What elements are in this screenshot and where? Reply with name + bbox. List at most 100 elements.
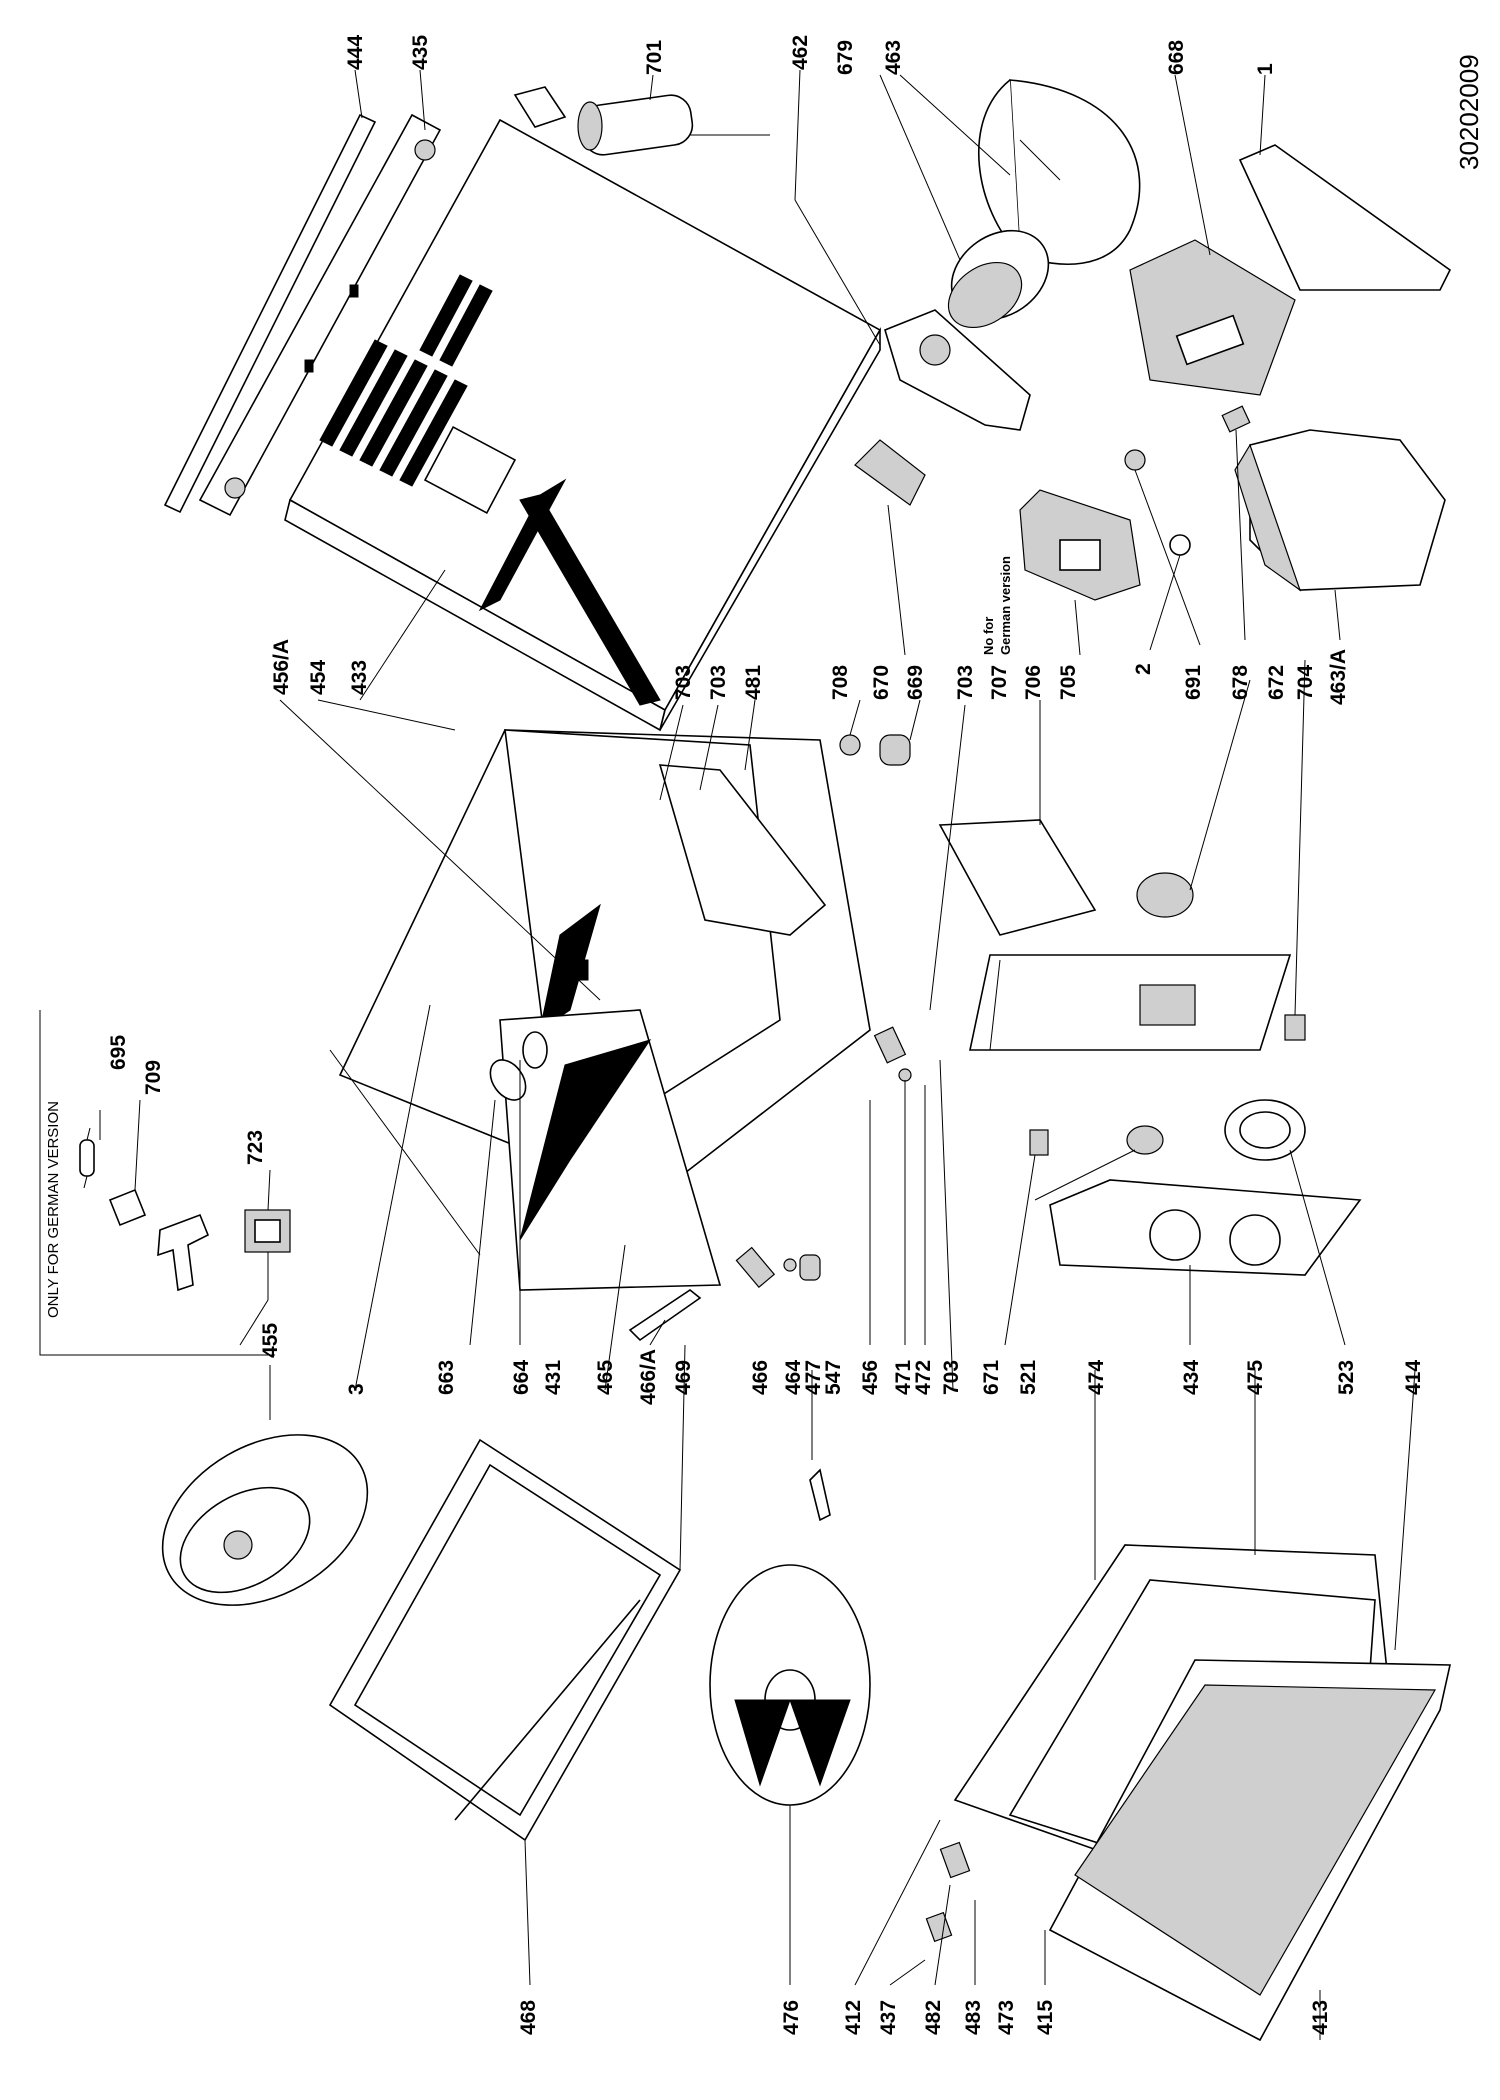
label-474: 474 — [1085, 1360, 1108, 1395]
part-523-dial-plate — [1224, 1099, 1346, 1346]
label-464: 464 — [782, 1360, 805, 1395]
label-701: 701 — [643, 40, 666, 75]
label-703-c: 703 — [954, 665, 977, 700]
part-463-fan-cover — [899, 74, 1141, 265]
label-663: 663 — [435, 1360, 458, 1395]
part-476-turntable-support — [709, 1564, 871, 1985]
label-670: 670 — [870, 665, 893, 700]
label-709: 709 — [142, 1060, 165, 1095]
label-1: 1 — [1254, 63, 1277, 75]
part-468-seal — [454, 1599, 641, 1986]
label-463A: 463/A — [1327, 649, 1350, 705]
label-414: 414 — [1402, 1360, 1425, 1395]
label-707: 707 — [988, 665, 1011, 700]
part-2-gasket — [1149, 534, 1191, 651]
part-709-bracket — [108, 1099, 210, 1292]
german-note-title: ONLY FOR GERMAN VERSION — [45, 1101, 62, 1318]
label-3: 3 — [345, 1383, 368, 1395]
label-705: 705 — [1057, 665, 1080, 700]
label-444: 444 — [344, 35, 367, 70]
part-679-fan-blade — [879, 74, 1050, 329]
label-473: 473 — [995, 2000, 1018, 2035]
label-465: 465 — [594, 1360, 617, 1395]
label-415: 415 — [1034, 2000, 1057, 2035]
label-433: 433 — [348, 660, 371, 695]
part-723-relay — [239, 1169, 291, 1346]
label-462: 462 — [789, 35, 812, 70]
label-466A: 466/A — [637, 1349, 660, 1405]
part-672-shield — [1221, 405, 1251, 641]
label-481: 481 — [742, 665, 765, 700]
label-672: 672 — [1265, 665, 1288, 700]
label-664: 664 — [510, 1360, 533, 1395]
label-468: 468 — [517, 2000, 540, 2035]
german-version-inset: ONLY FOR GERMAN VERSION 695 709 723 — [39, 1010, 291, 1356]
part-678-turntable-motor — [1136, 679, 1251, 918]
part-668-transformer — [1129, 74, 1296, 396]
part-437-482-483-hinges — [854, 1819, 976, 1986]
label-669: 669 — [904, 665, 927, 700]
part-706-control-board-cover — [938, 700, 1097, 936]
label-2: 2 — [1132, 663, 1155, 675]
part-chassis-cavity — [329, 729, 871, 1291]
part-695-resistor — [79, 1110, 101, 1189]
part-435-control-panel-strip — [198, 69, 442, 517]
label-668: 668 — [1165, 40, 1188, 75]
label-679: 679 — [834, 40, 857, 75]
part-444-trim-strip — [163, 69, 377, 514]
part-463A-waveguide-cover — [1234, 429, 1446, 641]
part-fan-bracket — [884, 309, 1031, 431]
label-435: 435 — [409, 35, 432, 70]
part-control-board — [969, 954, 1292, 1051]
label-723: 723 — [244, 1130, 267, 1165]
label-454: 454 — [307, 660, 330, 695]
part-466-464-547-switches — [735, 1246, 821, 1289]
label-703-d: 703 — [940, 1360, 963, 1395]
label-695: 695 — [107, 1035, 130, 1070]
part-664-lamp-holder — [519, 1031, 548, 1345]
label-437: 437 — [877, 2000, 900, 2035]
label-477: 477 — [802, 1360, 825, 1395]
label-463: 463 — [882, 40, 905, 75]
vent-slots — [319, 274, 493, 487]
label-671: 671 — [980, 1360, 1003, 1395]
part-labels: 444 435 701 462 679 463 668 1 456/A 454 … — [259, 35, 1425, 2035]
label-431: 431 — [542, 1360, 565, 1395]
part-469-frame-gasket — [328, 1344, 686, 1842]
part-462-outer-cabinet — [284, 69, 882, 732]
part-705-magnetron — [1019, 489, 1141, 656]
part-door-assembly — [953, 1369, 1451, 2042]
part-455-turntable-dish — [161, 1365, 369, 1606]
note-german-version: German version — [998, 556, 1013, 655]
label-523: 523 — [1335, 1360, 1358, 1395]
label-456: 456 — [859, 1360, 882, 1395]
label-434: 434 — [1180, 1360, 1203, 1395]
part-521-knob — [1034, 1125, 1164, 1201]
label-466: 466 — [749, 1360, 772, 1395]
part-670-timer-motor — [854, 439, 926, 656]
label-471: 471 — [892, 1360, 915, 1395]
label-483: 483 — [962, 2000, 985, 2035]
label-706: 706 — [1022, 665, 1045, 700]
part-481-cavity-back — [658, 699, 827, 936]
part-466A-latch — [628, 1289, 702, 1346]
label-482: 482 — [922, 2000, 945, 2035]
label-678: 678 — [1229, 665, 1252, 700]
part-691-diode — [1124, 449, 1201, 646]
label-413: 413 — [1309, 2000, 1332, 2035]
label-521: 521 — [1017, 1360, 1040, 1395]
note-no-for: No for — [981, 617, 996, 655]
label-455: 455 — [259, 1323, 282, 1358]
label-708: 708 — [829, 665, 852, 700]
part-704-switch — [1284, 659, 1306, 1041]
label-475: 475 — [1244, 1360, 1267, 1395]
part-1-cover-plate — [1238, 74, 1452, 291]
leader-lines — [279, 569, 966, 1391]
label-476: 476 — [780, 2000, 803, 2035]
part-671-switch — [1004, 1129, 1049, 1346]
label-456A: 456/A — [270, 639, 293, 695]
part-456-471-472-interlocks — [869, 1026, 926, 1345]
label-703-b: 703 — [707, 665, 730, 700]
label-691: 691 — [1182, 665, 1205, 700]
label-472: 472 — [912, 1360, 935, 1395]
